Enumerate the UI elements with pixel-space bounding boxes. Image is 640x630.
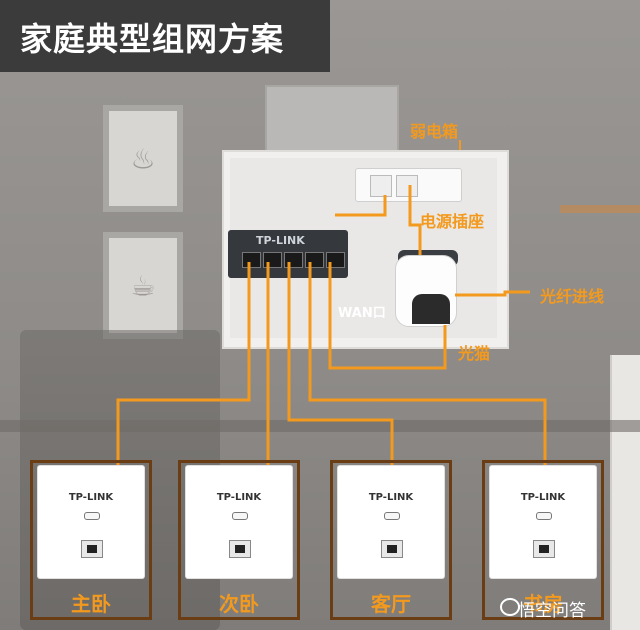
panel-brand-label: TP-LINK [368, 492, 414, 503]
room-frame [30, 460, 152, 620]
panel-brand-label: TP-LINK [68, 492, 114, 503]
wire-fiber [455, 290, 530, 297]
wire-room-4 [308, 262, 547, 470]
ethernet-port-icon [81, 540, 103, 558]
wire-power [408, 185, 422, 255]
ethernet-port-icon [381, 540, 403, 558]
socket-icon [396, 175, 418, 197]
wall-panel-ap: TP-LINK [38, 466, 144, 578]
panel-brand-label: TP-LINK [520, 492, 566, 503]
page-title: 家庭典型组网方案 [20, 20, 285, 58]
wall-panel-ap: TP-LINK [338, 466, 444, 578]
kitchen-cabinet [610, 355, 640, 630]
room-label: 书房 [523, 592, 563, 616]
ethernet-port-icon [229, 540, 251, 558]
background-table [0, 420, 640, 432]
room-label: 主卧 [71, 592, 111, 616]
watermark-text: 悟空问答 [518, 601, 586, 621]
led-indicator-icon [536, 512, 552, 520]
switch-port [242, 252, 261, 268]
cup-icon: ☕ [130, 269, 156, 302]
watermark-logo-icon [500, 598, 520, 616]
ethernet-port-icon [533, 540, 555, 558]
label-power-socket: 电源插座 [420, 212, 485, 231]
wall-picture-cupcake: ♨ [103, 105, 183, 212]
led-indicator-icon [232, 512, 248, 520]
wire-power-switch [335, 195, 387, 217]
kitchen-shelf [560, 205, 640, 213]
room-frame [178, 460, 300, 620]
socket-icon [370, 175, 392, 197]
label-weak-box: 弱电箱 [410, 122, 459, 141]
led-indicator-icon [84, 512, 100, 520]
room-label: 客厅 [371, 592, 411, 616]
room-frame [330, 460, 452, 620]
wire-room-1 [116, 262, 251, 470]
wall-picture-cup: ☕ [103, 232, 183, 339]
title-banner: 家庭典型组网方案 [0, 0, 330, 72]
label-fiber-in: 光纤进线 [540, 287, 605, 306]
led-indicator-icon [384, 512, 400, 520]
room-frame [482, 460, 604, 620]
switch-brand-label: TP-LINK [256, 234, 305, 247]
panel-brand-label: TP-LINK [216, 492, 262, 503]
room-label: 次卧 [219, 592, 259, 616]
cupcake-icon: ♨ [130, 142, 156, 175]
label-wan-port: WAN口 [338, 306, 386, 321]
modem-window [412, 294, 450, 324]
wall-panel-ap: TP-LINK [186, 466, 292, 578]
wall-panel-ap: TP-LINK [490, 466, 596, 578]
wire-room-3 [287, 262, 394, 470]
wire-wan [328, 262, 447, 370]
label-optical-modem: 光猫 [458, 344, 491, 363]
